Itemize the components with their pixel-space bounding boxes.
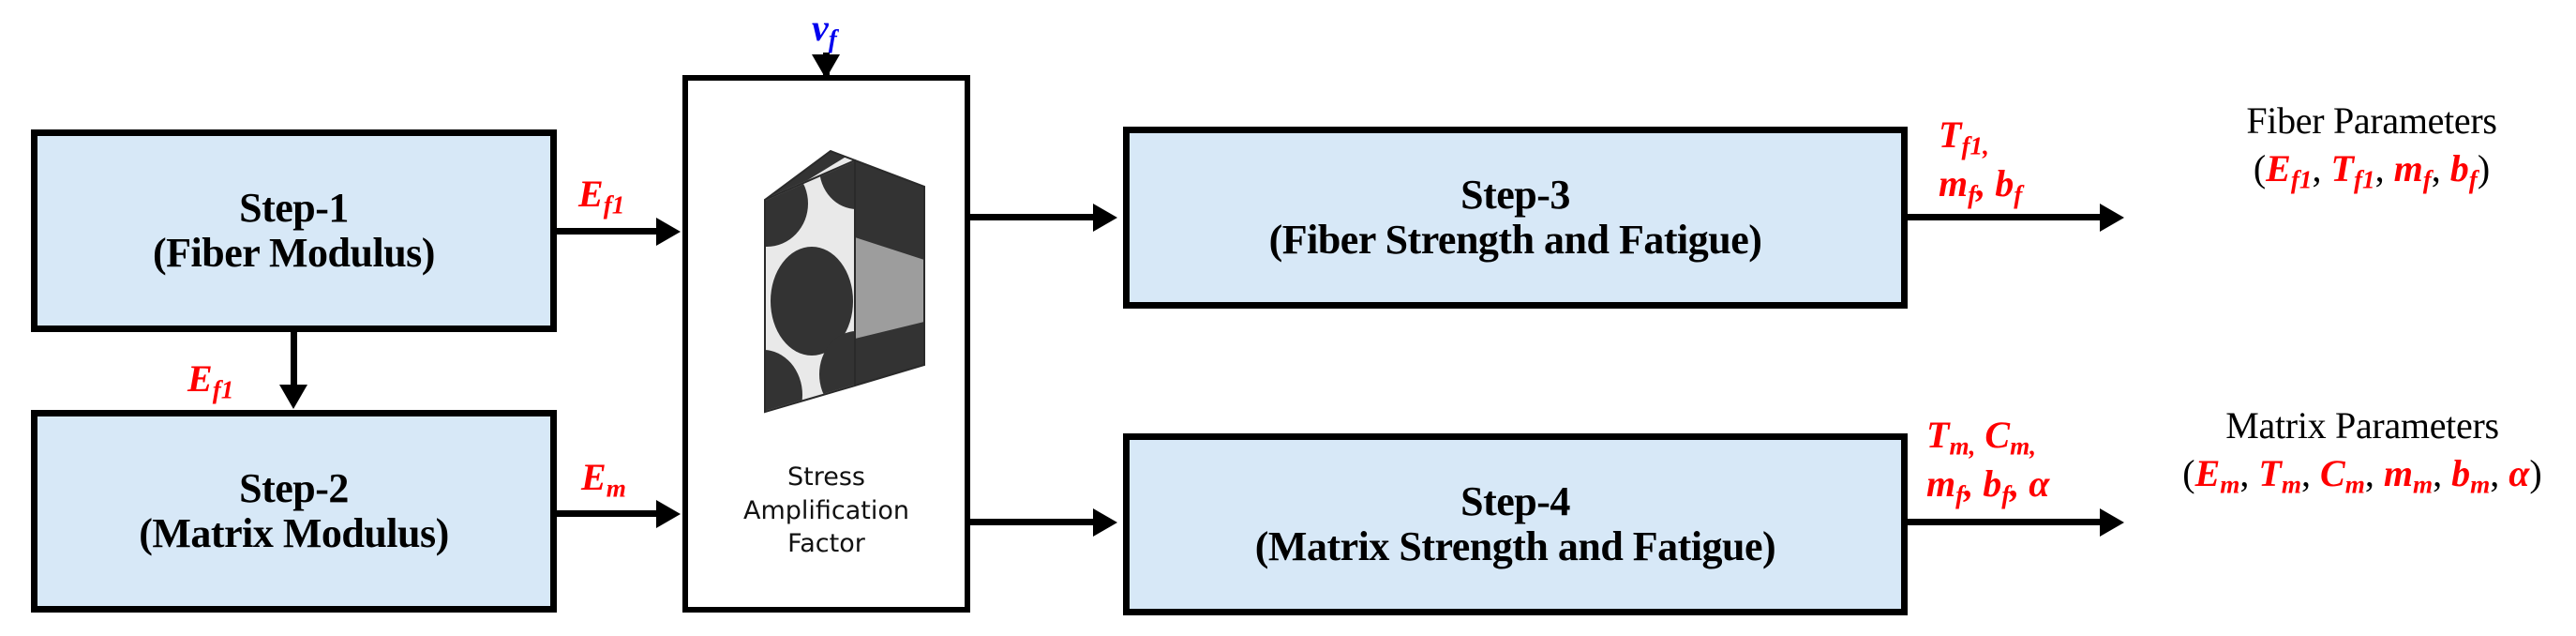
connector-step2-to-saf	[557, 510, 660, 517]
matrix-out-T-sub: m,	[1949, 432, 1976, 461]
connector-saf-to-step3	[970, 214, 1097, 220]
fiber-param-1: Ef1	[2266, 147, 2313, 194]
arrowhead-step3-to-fiber-output	[2100, 204, 2124, 232]
saf-caption-line-2: Amplification	[742, 495, 910, 525]
label-ef1-vertical-sub: f1	[212, 375, 234, 404]
fiber-out-T-sub: f1,	[1961, 131, 1989, 160]
matrix-parameters-output: Matrix Parameters (Em, Tm, Cm, mm, bm, α…	[2147, 403, 2576, 500]
step-4-subtitle: (Matrix Strength and Fatigue)	[1254, 523, 1776, 569]
connector-step1-to-saf	[557, 228, 660, 235]
arrowhead-step1-to-saf	[656, 218, 681, 246]
arrowhead-vf-to-saf	[812, 54, 840, 79]
matrix-param-3: Cm	[2320, 452, 2365, 499]
label-ef1-horizontal-sub: f1	[603, 190, 625, 220]
step-2-box[interactable]: Step-2 (Matrix Modulus)	[31, 410, 557, 613]
matrix-out-alpha: α	[2029, 462, 2050, 505]
connector-step3-to-fiber-output	[1908, 214, 2104, 220]
step-4-box[interactable]: Step-4 (Matrix Strength and Fatigue)	[1123, 433, 1908, 615]
label-matrix-outputs-line-2: mf, bf, α	[1926, 462, 2050, 509]
connector-step4-to-matrix-output	[1908, 519, 2104, 525]
label-fiber-outputs-line-2: mf, bf	[1939, 161, 2022, 210]
matrix-close-paren: )	[2529, 452, 2542, 494]
matrix-out-m: m	[1926, 462, 1956, 505]
label-ef1-vertical: Ef1	[187, 357, 234, 404]
fiber-out-b-sub: f	[2014, 180, 2023, 209]
step-3-subtitle: (Fiber Strength and Fatigue)	[1268, 217, 1762, 263]
fiber-out-T: T	[1939, 114, 1962, 156]
arrowhead-step1-to-step2	[279, 385, 307, 409]
fiber-open-paren: (	[2253, 147, 2267, 189]
arrowhead-step2-to-saf	[656, 500, 681, 528]
matrix-param-1: Em	[2194, 452, 2240, 499]
rve-cube-illustration	[764, 149, 925, 414]
connector-saf-to-step4	[970, 519, 1097, 525]
step-2-title: Step-2	[239, 465, 349, 512]
saf-caption-line-1: Stress	[787, 462, 865, 492]
label-fiber-outputs: Tf1, mf, bf	[1939, 113, 2022, 209]
fiber-close-paren: )	[2477, 147, 2491, 189]
label-ef1-horizontal-base: E	[578, 173, 604, 215]
matrix-param-4: mm	[2383, 452, 2434, 499]
label-em-sub: m	[606, 474, 626, 503]
matrix-parameters-formula: (Em, Tm, Cm, mm, bm, α)	[2182, 452, 2542, 499]
matrix-out-C-sub: m,	[2010, 432, 2037, 461]
step-4-title: Step-4	[1460, 478, 1570, 525]
fiber-param-3: mf	[2393, 147, 2432, 194]
label-matrix-outputs-line-1: Tm, Cm,	[1926, 413, 2049, 462]
matrix-out-b: b	[1983, 462, 2002, 505]
label-em-base: E	[581, 456, 607, 498]
label-ef1-vertical-base: E	[187, 357, 213, 400]
fiber-param-2: Tf1	[2330, 147, 2375, 194]
matrix-param-6: α	[2509, 452, 2530, 494]
matrix-parameters-title: Matrix Parameters	[2225, 404, 2499, 447]
fiber-parameters-output: Fiber Parameters (Ef1, Tf1, mf, bf)	[2184, 98, 2559, 195]
matrix-out-b-sub: f	[2001, 480, 2011, 509]
label-vf-base: v	[812, 7, 829, 49]
fiber-parameters-title: Fiber Parameters	[2246, 99, 2497, 142]
matrix-out-m-sub: f	[1955, 480, 1965, 509]
label-fiber-outputs-line-1: Tf1,	[1939, 113, 2022, 161]
step-3-title: Step-3	[1460, 172, 1570, 219]
saf-caption-line-3: Factor	[787, 529, 865, 559]
fiber-out-m-sub: f	[1968, 180, 1977, 209]
arrowhead-step4-to-matrix-output	[2100, 508, 2124, 537]
fiber-out-sep: ,	[1976, 161, 1996, 204]
step-3-box[interactable]: Step-3 (Fiber Strength and Fatigue)	[1123, 127, 1908, 309]
matrix-out-T: T	[1926, 414, 1950, 456]
label-matrix-outputs: Tm, Cm, mf, bf, α	[1926, 413, 2049, 509]
step-1-box[interactable]: Step-1 (Fiber Modulus)	[31, 129, 557, 332]
saf-caption: Stress Amplification Factor	[688, 461, 965, 561]
matrix-param-5: bm	[2451, 452, 2491, 499]
arrowhead-saf-to-step4	[1093, 508, 1117, 537]
fiber-out-m: m	[1939, 161, 1969, 204]
matrix-param-2: Tm	[2258, 452, 2301, 499]
label-em: Em	[581, 456, 626, 503]
step-1-subtitle: (Fiber Modulus)	[153, 230, 435, 276]
arrowhead-saf-to-step3	[1093, 204, 1117, 232]
fiber-param-4: bf	[2449, 147, 2478, 194]
label-vf: vf	[812, 6, 837, 54]
step-2-subtitle: (Matrix Modulus)	[139, 510, 449, 556]
fiber-out-b: b	[1995, 161, 2014, 204]
connector-step1-to-step2	[291, 330, 297, 388]
label-ef1-horizontal: Ef1	[578, 173, 625, 220]
matrix-out-C: C	[1984, 414, 2011, 456]
stress-amplification-factor-box[interactable]: Stress Amplification Factor	[682, 75, 970, 613]
fiber-parameters-formula: (Ef1, Tf1, mf, bf)	[2253, 147, 2491, 194]
label-vf-sub: f	[828, 24, 837, 53]
step-1-title: Step-1	[239, 185, 349, 232]
matrix-open-paren: (	[2182, 452, 2195, 494]
